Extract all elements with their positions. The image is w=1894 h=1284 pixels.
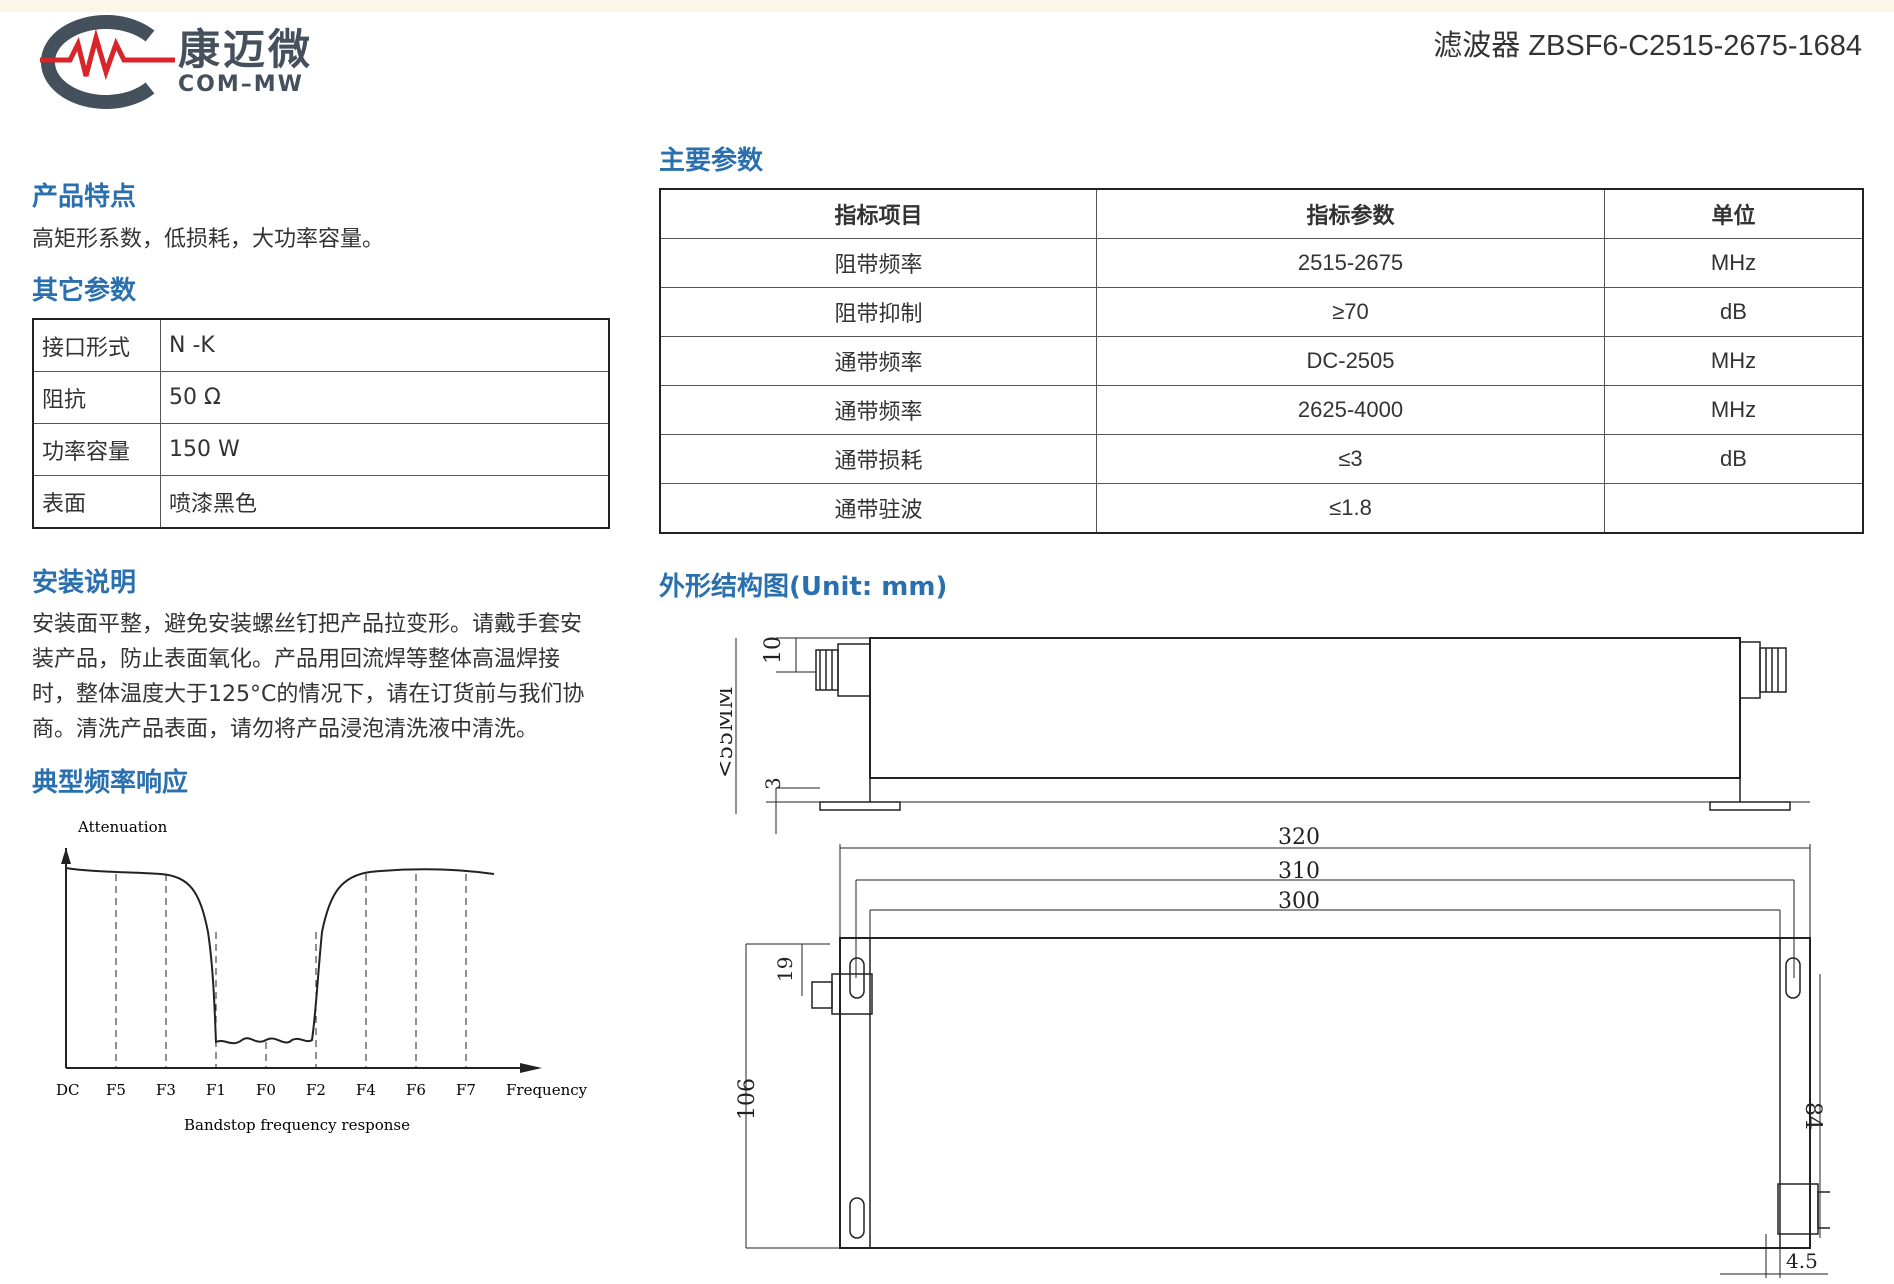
spec-value: 2625-4000 [1096, 385, 1605, 435]
x-tick-labels: DC F5 F3 F1 F0 F2 F4 F6 F7 Frequency [56, 1081, 588, 1099]
tick-label: F6 [406, 1081, 426, 1099]
install-line: 装产品，防止表面氧化。产品用回流焊等整体高温焊接 [32, 647, 561, 672]
spec-item: 通带驻波 [659, 483, 1097, 534]
param-value: 50 Ω [160, 371, 610, 424]
param-value: N -K [160, 318, 610, 372]
connector-top-left-icon [811, 973, 873, 1015]
column-header: 单位 [1604, 188, 1864, 239]
tick-label: F1 [206, 1081, 226, 1099]
dim-84: 84 [1800, 1102, 1825, 1130]
tick-label: F7 [456, 1081, 476, 1099]
dim-106: 106 [735, 1078, 760, 1120]
dim-19: 19 [773, 957, 797, 982]
top-bar [0, 0, 1894, 12]
table-row: 通带驻波≤1.8 [659, 483, 1864, 534]
spec-item: 通带频率 [659, 336, 1097, 386]
brand-name-en: COM–MW [178, 72, 304, 97]
outline-heading: 外形结构图(Unit: mm) [659, 572, 948, 602]
param-name: 表面 [32, 475, 161, 529]
param-value: 150 W [160, 423, 610, 476]
spec-unit: MHz [1604, 336, 1864, 386]
y-axis-arrow-icon [61, 848, 71, 864]
dim-4-5: 4.5 [1786, 1249, 1818, 1273]
brand-name-cn: 康迈微 [178, 25, 314, 74]
spec-value: ≥70 [1096, 287, 1605, 337]
dim-10: 10 [761, 636, 786, 664]
column-header: 指标项目 [659, 188, 1097, 239]
gridlines [115, 874, 467, 1068]
outline-drawing: 10 <55MM 3 320 310 300 [720, 636, 1830, 1278]
spec-value: DC-2505 [1096, 336, 1605, 386]
document-title: 滤波器 ZBSF6-C2515-2675-1684 [1433, 30, 1862, 62]
spec-item: 阻带频率 [659, 238, 1097, 288]
install-heading: 安装说明 [32, 568, 137, 598]
connector-bottom-right-icon [1777, 1183, 1830, 1235]
tick-label: DC [56, 1081, 80, 1099]
install-text: 安装面平整，避免安装螺丝钉把产品拉变形。请戴手套安 装产品，防止表面氧化。产品用… [32, 607, 612, 747]
other-params-heading: 其它参数 [32, 276, 137, 306]
table-row: 表面喷漆黑色 [32, 475, 610, 529]
param-name: 接口形式 [32, 318, 161, 372]
spec-item: 通带频率 [659, 385, 1097, 435]
install-line: 商。清洗产品表面，请勿将产品浸泡清洗液中清洗。 [32, 717, 539, 742]
spec-unit: MHz [1604, 238, 1864, 288]
features-text: 高矩形系数，低损耗，大功率容量。 [32, 227, 385, 252]
y-axis-label: Attenuation [77, 818, 168, 836]
frequency-response-chart: Attenuation DC F5 F3 F1 F0 F2 F4 F6 F7 F… [56, 818, 588, 1134]
features-heading: 产品特点 [32, 182, 137, 212]
x-axis-label: Frequency [506, 1081, 588, 1099]
dim-320: 320 [1278, 825, 1320, 850]
main-params-heading: 主要参数 [659, 146, 764, 176]
x-axis-arrow-icon [520, 1063, 542, 1073]
tick-label: F2 [306, 1081, 326, 1099]
connector-right-icon [1739, 641, 1787, 699]
install-line: 安装面平整，避免安装螺丝钉把产品拉变形。请戴手套安 [32, 612, 583, 637]
tick-label: F4 [356, 1081, 376, 1099]
tick-label: F0 [256, 1081, 276, 1099]
tick-label: F5 [106, 1081, 126, 1099]
connector-left-icon [815, 643, 871, 697]
spec-item: 阻带抑制 [659, 287, 1097, 337]
param-name: 阻抗 [32, 371, 161, 424]
spec-item: 通带损耗 [659, 434, 1097, 484]
spec-value: ≤1.8 [1096, 483, 1605, 534]
dim-3: 3 [761, 777, 785, 790]
response-curve [65, 867, 495, 1045]
dim-300: 300 [1278, 889, 1320, 914]
spec-value: 2515-2675 [1096, 238, 1605, 288]
logo-mark-icon [40, 15, 175, 109]
chart-caption: Bandstop frequency response [184, 1116, 410, 1134]
dim-310: 310 [1278, 859, 1320, 884]
top-view: 106 19 84 4.5 [735, 937, 1830, 1278]
tick-label: F3 [156, 1081, 176, 1099]
spec-value: ≤3 [1096, 434, 1605, 484]
response-heading: 典型频率响应 [32, 768, 189, 798]
param-value: 喷漆黑色 [160, 475, 610, 529]
column-header: 指标参数 [1096, 188, 1605, 239]
spec-unit: MHz [1604, 385, 1864, 435]
spec-unit [1604, 483, 1864, 534]
spec-unit: dB [1604, 287, 1864, 337]
install-line: 时，整体温度大于125°C的情况下，请在订货前与我们协 [32, 682, 585, 707]
param-name: 功率容量 [32, 423, 161, 476]
dim-55: <55MM [720, 687, 738, 778]
side-view: 10 <55MM 3 [720, 636, 1810, 834]
top-view-dims: 320 310 300 [839, 825, 1811, 1248]
brand-logo [30, 14, 330, 109]
spec-unit: dB [1604, 434, 1864, 484]
